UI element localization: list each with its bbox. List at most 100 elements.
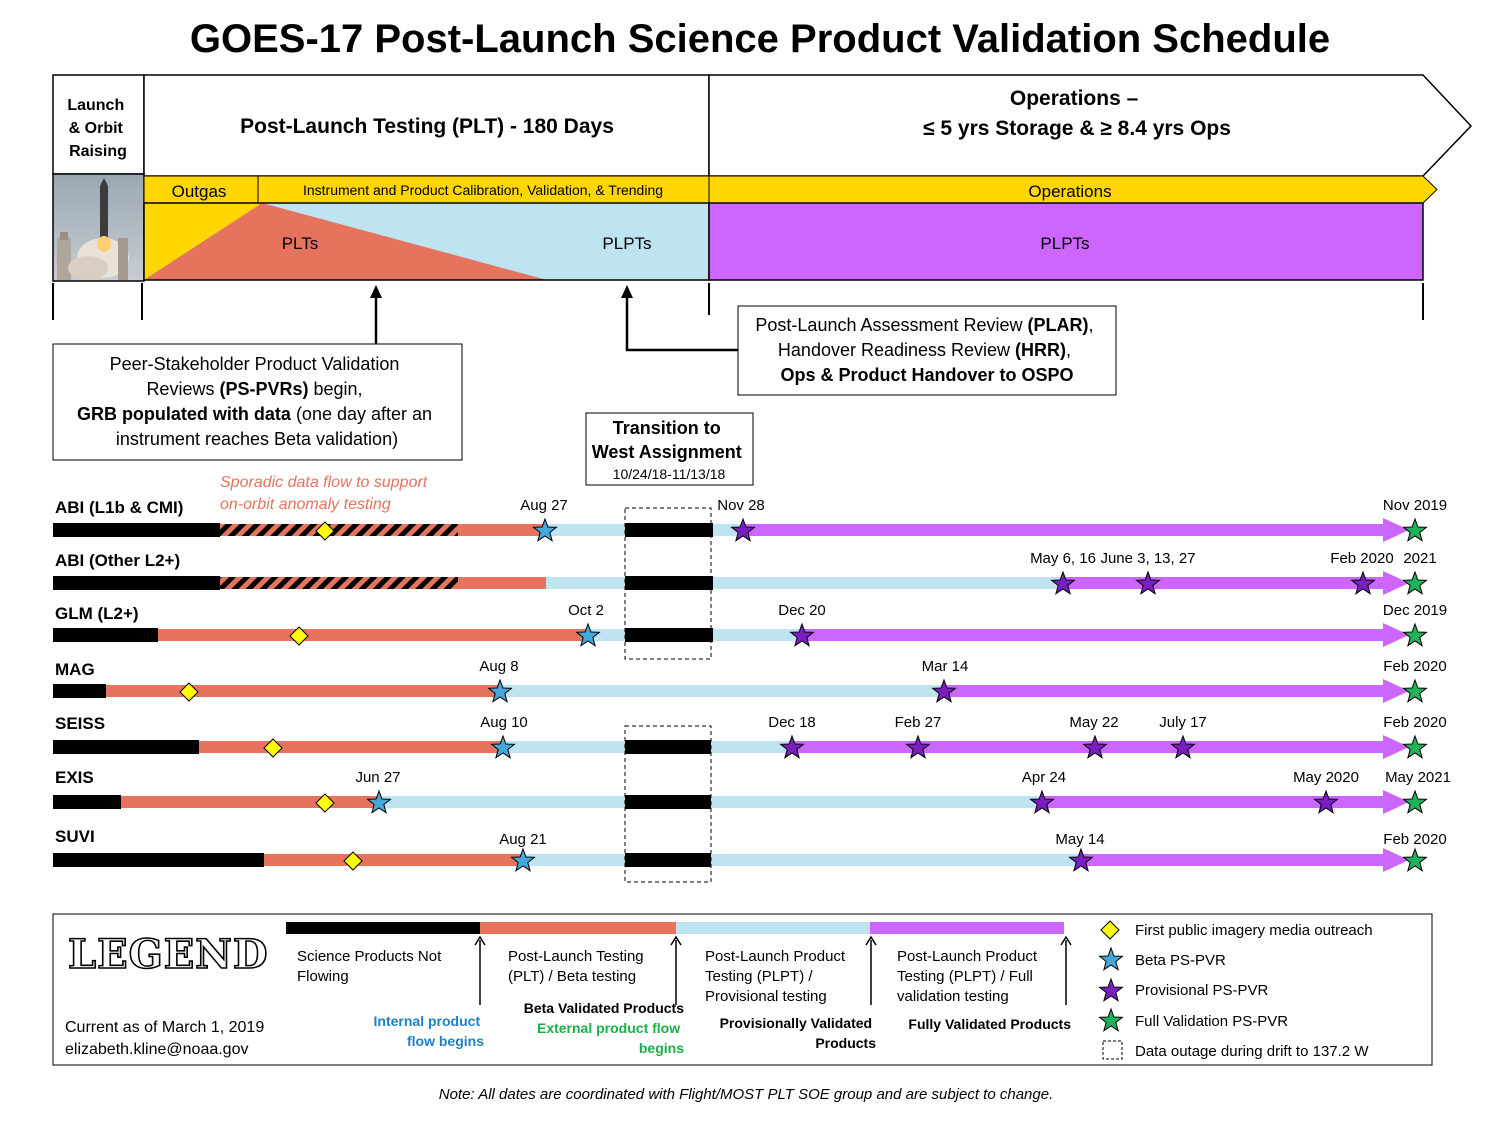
bar-purple <box>802 629 1383 641</box>
operations-header-arrow <box>708 74 1473 177</box>
legend-email: elizabeth.kline@noaa.gov <box>65 1041 248 1058</box>
full-validation-star <box>1402 570 1428 595</box>
beta-star <box>532 517 558 542</box>
bar-lightblue <box>500 685 944 697</box>
date-label: Feb 2020 <box>1383 658 1446 675</box>
sporadic-note: Sporadic data flow to support on-orbit a… <box>220 474 428 513</box>
media-outreach-diamond <box>315 521 335 541</box>
date-label: Nov 2019 <box>1383 497 1447 514</box>
bar-arrowhead <box>1383 679 1409 703</box>
bar-lightblue <box>379 796 625 808</box>
legend: LEGEND Current as of March 1, 2019 eliza… <box>52 913 1433 1066</box>
media-outreach-diamond <box>263 738 283 758</box>
bar-lightblue <box>546 577 625 589</box>
row-name: GLM (L2+) <box>55 604 139 623</box>
bar-black <box>53 576 220 590</box>
legend-seg-blue <box>676 922 870 934</box>
footer-note: Note: All dates are coordinated with Fli… <box>439 1086 1054 1103</box>
outage-legend-box <box>1102 1040 1123 1060</box>
full-validation-star <box>1402 678 1428 703</box>
legend-seg-salmon <box>480 922 676 934</box>
bar-black <box>53 684 106 698</box>
plt-label: Post-Launch Testing (PLT) - 180 Days <box>240 115 614 138</box>
provisional-star <box>1068 847 1094 872</box>
launch-label: Launch & Orbit Raising <box>67 97 128 160</box>
psvr-text: Peer-Stakeholder Product Validation Revi… <box>77 354 437 449</box>
bar-purple <box>944 685 1383 697</box>
bar-arrowhead <box>1383 790 1409 814</box>
outage-box-top <box>624 507 712 660</box>
date-label: Feb 2020 <box>1330 550 1393 567</box>
operations-bar-label: Operations <box>1028 182 1111 201</box>
provisional-star <box>1350 570 1376 595</box>
psvr-callout: Peer-Stakeholder Product Validation Revi… <box>52 285 463 461</box>
bar-salmon <box>106 685 500 697</box>
svg-text:Transition to West Assig: Transition to West Assignment 10/24/18-1… <box>592 418 746 482</box>
beta-star <box>510 847 536 872</box>
legend-full-star-icon <box>1098 1007 1124 1032</box>
date-label: Feb 2020 <box>1383 831 1446 848</box>
bar-black <box>625 523 713 537</box>
bar-hatch <box>220 524 458 536</box>
provisional-star <box>730 517 756 542</box>
media-outreach-diamond <box>343 851 363 871</box>
header-timeline: Launch & Orbit Raising Post-Launch Testi… <box>52 74 1473 320</box>
bar-lightblue <box>711 741 792 753</box>
date-label: Jun 27 <box>355 769 400 786</box>
provisional-star <box>1313 789 1339 814</box>
legend-beta-star-icon <box>1098 946 1124 971</box>
date-label: July 17 <box>1159 714 1207 731</box>
full-validation-star <box>1402 847 1428 872</box>
legend-symbols <box>1098 920 1124 1032</box>
svg-text:First public imagery media out: First public imagery media outreach Beta… <box>1135 922 1377 1060</box>
bar-arrowhead <box>1383 518 1409 542</box>
bar-arrowhead <box>1383 571 1409 595</box>
date-label: Dec 20 <box>778 602 826 619</box>
date-label: May 2021 <box>1385 769 1451 786</box>
transition-callout: Transition to West Assignment 10/24/18-1… <box>585 412 754 486</box>
bar-lightblue <box>713 577 1063 589</box>
svg-text:Internal product flow be: Internal product flow begins <box>374 1013 485 1049</box>
media-outreach-diamond <box>289 626 309 646</box>
plpt-purple-area <box>708 202 1424 281</box>
plt-box <box>143 74 710 177</box>
bar-salmon <box>458 577 546 589</box>
bar-hatch <box>220 577 458 589</box>
bar-black <box>625 853 711 867</box>
bar-salmon <box>264 854 523 866</box>
outgas-label: Outgas <box>172 182 227 201</box>
date-label: May 6, 16 <box>1030 550 1096 567</box>
date-label: May 2020 <box>1293 769 1359 786</box>
legend-current-date: Current as of March 1, 2019 <box>65 1019 264 1036</box>
bar-purple <box>743 524 1383 536</box>
date-label: June 3, 13, 27 <box>1100 550 1195 567</box>
operations-header-label: Operations – ≤ 5 yrs Storage & ≥ 8.4 yrs… <box>923 87 1231 140</box>
beta-star <box>366 789 392 814</box>
full-validation-star <box>1402 622 1428 647</box>
date-label: Feb 2020 <box>1383 714 1446 731</box>
provisional-star <box>1050 570 1076 595</box>
full-validation-star <box>1402 789 1428 814</box>
bar-arrowhead <box>1383 735 1409 759</box>
row-name: MAG <box>55 660 95 679</box>
date-label: Feb 27 <box>895 714 942 731</box>
date-label: Dec 18 <box>768 714 816 731</box>
bar-black <box>625 740 711 754</box>
bar-lightblue <box>713 629 802 641</box>
bar-salmon <box>199 741 503 753</box>
beta-star <box>487 678 513 703</box>
date-label: Oct 2 <box>568 602 604 619</box>
beta-star <box>575 622 601 647</box>
svg-text:External product flow be: External product flow begins <box>537 1020 684 1056</box>
legend-provisional-star-icon <box>1098 977 1124 1002</box>
page-title: GOES-17 Post-Launch Science Product Vali… <box>190 17 1330 61</box>
provisional-star <box>1082 734 1108 759</box>
provisional-star <box>789 622 815 647</box>
bar-purple <box>1081 854 1383 866</box>
provisional-star <box>1170 734 1196 759</box>
row-name: ABI (L1b & CMI) <box>55 498 183 517</box>
plar-callout: Post-Launch Assessment Review (PLAR), Ha… <box>621 285 1117 396</box>
plpts-label: PLPTs <box>602 234 651 253</box>
bar-black <box>625 576 713 590</box>
